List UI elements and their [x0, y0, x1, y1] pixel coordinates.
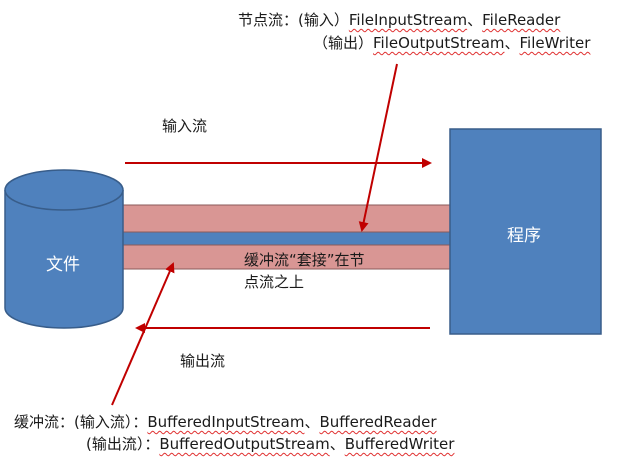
separator: 、 — [504, 34, 520, 52]
node-output-class-2: FileWriter — [519, 34, 591, 52]
file-cylinder — [4, 169, 124, 329]
node-output-class-1: FileOutputStream — [373, 34, 505, 52]
node-stream-output-paren: （输出） — [313, 34, 374, 52]
buffer-pipe-top — [117, 204, 451, 233]
buffer-stream-input-row: 缓冲流：(输入流）：BufferedInputStream、BufferedRe… — [14, 412, 437, 432]
separator: 、 — [467, 11, 483, 29]
buffer-stream-label: 缓冲流： — [14, 413, 75, 431]
node-stream-label: 节点流： — [238, 11, 299, 29]
node-stream-input-row: 节点流：(输入）FileInputStream、FileReader — [238, 10, 560, 30]
output-flow-label: 输出流 — [180, 352, 226, 370]
node-input-class-2: FileReader — [482, 11, 561, 29]
separator: 、 — [329, 435, 345, 453]
buffer-stream-pointer-arrow — [111, 262, 175, 406]
node-stream-pointer-arrow — [358, 63, 398, 232]
buffer-input-class-2: BufferedReader — [319, 413, 437, 431]
node-input-class-1: FileInputStream — [348, 11, 468, 29]
buffer-note-line2: 点流之上 — [244, 273, 305, 291]
input-flow-label: 输入流 — [162, 117, 208, 135]
node-stream-input-paren: (输入） — [298, 11, 349, 29]
file-label: 文件 — [46, 255, 80, 275]
separator: 、 — [304, 413, 320, 431]
buffer-output-class-1: BufferedOutputStream — [159, 435, 330, 453]
buffer-note-line1: 缓冲流“套接”在节 — [244, 251, 365, 269]
buffer-stream-output-row: (输出流）：BufferedOutputStream、BufferedWrite… — [86, 434, 454, 454]
program-box — [449, 128, 602, 335]
buffer-stream-output-paren: (输出流）： — [86, 435, 160, 453]
node-stream-output-row: （输出）FileOutputStream、FileWriter — [313, 33, 590, 53]
program-label: 程序 — [507, 226, 541, 246]
buffer-stream-input-paren: (输入流）： — [74, 413, 148, 431]
buffer-input-class-1: BufferedInputStream — [147, 413, 305, 431]
buffer-output-class-2: BufferedWriter — [344, 435, 455, 453]
